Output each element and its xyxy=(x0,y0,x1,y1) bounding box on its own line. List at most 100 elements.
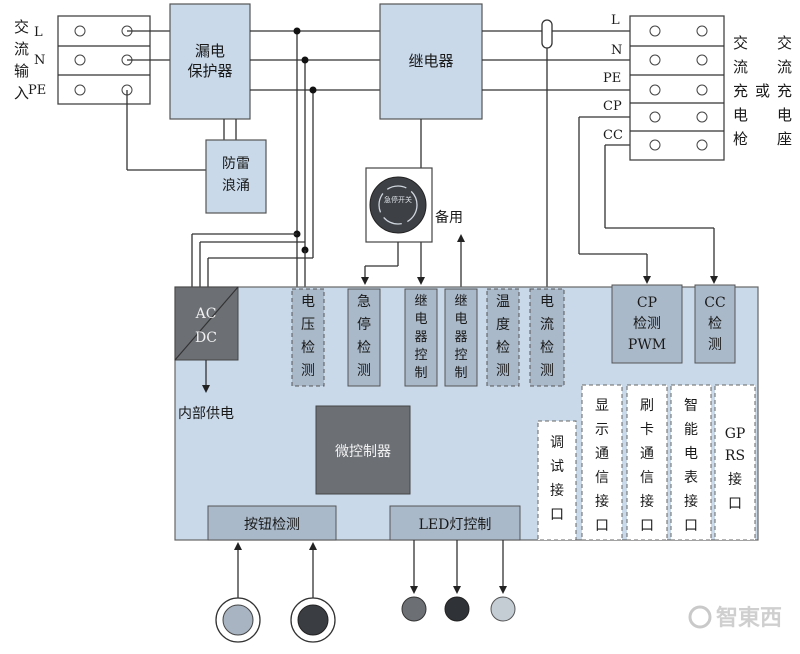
module-char: 测 xyxy=(496,363,510,379)
cp-detect-line: 检测 xyxy=(633,316,661,332)
cp-detect-line: PWM xyxy=(628,337,666,353)
cp-detect-pwm: CP 检测 PWM xyxy=(611,284,683,364)
output-terminal-PE: PE xyxy=(603,71,621,86)
interface-char: 口 xyxy=(595,518,609,534)
power-bus-wires xyxy=(191,27,380,287)
acdc-label-dc: DC xyxy=(195,330,217,346)
module-char: 电 xyxy=(414,312,427,327)
module-char: 检 xyxy=(301,340,315,356)
module-current-detect: 电 流 检 测 xyxy=(529,288,565,387)
ac-input-label: 交 流 输 入 xyxy=(14,18,29,102)
led-indicator-gray xyxy=(401,596,427,622)
module-char: 停 xyxy=(357,316,371,333)
output-label-char: 座 xyxy=(777,130,792,148)
interface-char: 口 xyxy=(684,518,698,534)
module-char: 检 xyxy=(540,340,554,356)
button-detect-label: 按钮检测 xyxy=(244,517,300,533)
emergency-stop-caption: 急停开关 xyxy=(384,195,412,204)
interface-char: RS xyxy=(725,448,745,464)
interface-char: 口 xyxy=(728,496,742,512)
spare-label: 备用 xyxy=(435,209,463,226)
output-label-char: 枪 xyxy=(733,130,748,148)
cc-detect: CC 检 测 xyxy=(694,284,736,364)
input-wires xyxy=(126,30,206,171)
interface-char: 接 xyxy=(640,493,654,510)
interface-char: 试 xyxy=(550,459,564,475)
module-char: 电 xyxy=(540,294,554,310)
module-char: 器 xyxy=(414,330,427,345)
acdc-converter: AC DC xyxy=(174,286,239,361)
module-voltage-detect: 电 压 检 测 xyxy=(291,288,325,387)
interface-char: GP xyxy=(725,426,746,442)
led-indicator-light xyxy=(490,596,516,622)
interface-char: 信 xyxy=(640,470,654,486)
module-char: 测 xyxy=(301,363,315,379)
ac-input-char: 交 xyxy=(14,18,29,36)
output-label-or: 或 xyxy=(755,82,770,100)
interface-display-comm: 显 示 通 信 接 口 xyxy=(581,384,623,541)
terminal-label-PE: PE xyxy=(28,83,46,98)
module-char: 流 xyxy=(540,317,554,333)
module-relay-control-1: 继 电 器 控 制 xyxy=(404,288,438,387)
output-wires xyxy=(417,19,718,287)
surge-protector-label-1: 防雷 xyxy=(222,156,250,172)
ac-input-char: 输 xyxy=(14,62,29,80)
interface-char: 显 xyxy=(595,398,609,414)
module-temperature-detect: 温 度 检 测 xyxy=(486,288,520,387)
output-label-char: 交 xyxy=(733,34,748,52)
module-char: 检 xyxy=(496,340,510,356)
input-terminal-labels: L N PE xyxy=(28,25,46,98)
cp-detect-line: CP xyxy=(637,295,657,311)
interface-char: 电 xyxy=(684,446,698,462)
output-terminal-labels: L N PE CP CC xyxy=(603,13,623,143)
interface-char: 通 xyxy=(595,446,609,462)
module-char: 制 xyxy=(454,366,467,381)
output-label: 交 流 充 电 枪 或 交 流 充 电 座 xyxy=(733,34,792,148)
module-char: 控 xyxy=(414,348,427,363)
leakage-protector-label-1: 漏电 xyxy=(195,42,225,60)
leakage-protector: 漏电 保护器 xyxy=(169,3,251,120)
microcontroller: 微控制器 xyxy=(315,405,411,495)
output-terminal-CP: CP xyxy=(603,99,622,114)
led-control-label: LED灯控制 xyxy=(419,517,492,533)
interface-char: 调 xyxy=(550,435,564,451)
interface-char: 能 xyxy=(684,422,698,438)
module-char: 继 xyxy=(414,294,427,309)
output-label-char: 充 xyxy=(777,82,792,100)
surge-protector-label-2: 浪涌 xyxy=(222,178,250,194)
interface-char: 信 xyxy=(595,470,609,486)
output-label-char: 流 xyxy=(733,58,748,76)
output-label-char: 流 xyxy=(777,58,792,76)
output-label-char: 电 xyxy=(733,106,748,124)
output-terminal-CC: CC xyxy=(603,128,623,143)
push-button-dark xyxy=(290,597,336,643)
ac-input-char: 入 xyxy=(14,84,29,102)
relay: 继电器 xyxy=(379,3,483,120)
module-char: 度 xyxy=(496,317,510,333)
interface-smart-meter: 智 能 电 表 接 口 xyxy=(670,384,712,541)
watermark-text: 智東西 xyxy=(716,605,782,631)
output-terminal-L: L xyxy=(611,13,620,28)
terminal-label-N: N xyxy=(34,53,45,68)
cc-detect-line: 检 xyxy=(708,316,722,332)
microcontroller-label: 微控制器 xyxy=(335,444,391,460)
internal-supply-label: 内部供电 xyxy=(178,406,234,422)
module-char: 器 xyxy=(454,330,467,345)
module-char: 测 xyxy=(357,363,371,379)
cc-detect-line: CC xyxy=(704,295,725,311)
interface-char: 接 xyxy=(684,493,698,510)
interface-char: 刷 xyxy=(640,398,654,414)
module-char: 制 xyxy=(414,366,427,381)
relay-label: 继电器 xyxy=(408,52,453,70)
output-terminal-block xyxy=(629,15,725,161)
interface-char: 表 xyxy=(684,470,698,486)
button-detect: 按钮检测 xyxy=(207,505,337,541)
module-char: 电 xyxy=(454,312,467,327)
interface-debug: 调 试 接 口 xyxy=(537,420,577,541)
emergency-stop-button: 急停开关 xyxy=(365,167,433,243)
output-label-char: 交 xyxy=(777,34,792,52)
interface-char: 接 xyxy=(595,493,609,510)
interface-char: 通 xyxy=(640,446,654,462)
interface-char: 示 xyxy=(595,422,609,438)
acdc-label-ac: AC xyxy=(195,306,217,322)
